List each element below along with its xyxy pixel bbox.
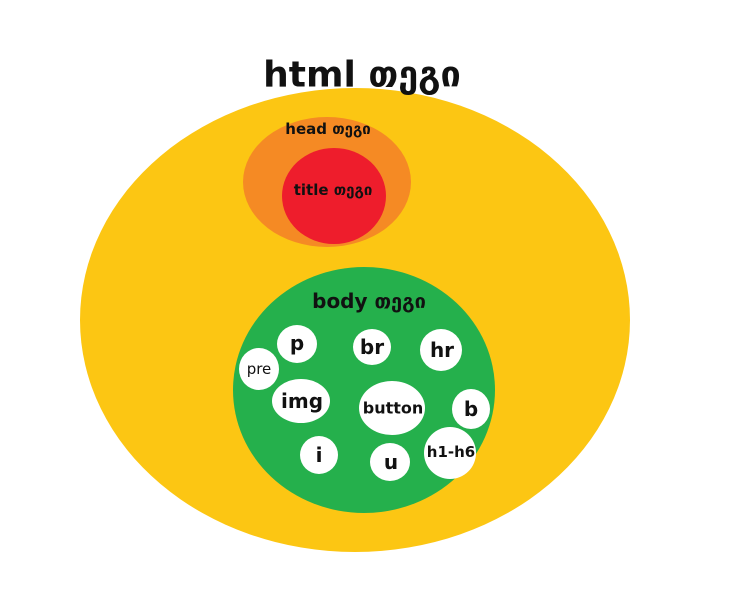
tag-b-bubble — [452, 389, 490, 429]
tag-p-label: p — [289, 331, 305, 355]
tag-h1h6-label: h1-h6 — [426, 443, 476, 461]
tag-hr-bubble — [420, 329, 462, 371]
title-circle — [282, 148, 386, 244]
tag-u-label: u — [383, 450, 399, 474]
tag-pre-label: pre — [246, 360, 272, 378]
head-tag-label: head თეგი — [285, 120, 371, 138]
html-tag-label: html თეგი — [263, 54, 461, 96]
tag-img-label: img — [280, 389, 324, 413]
tag-pre-bubble — [239, 348, 279, 390]
body-tag-label: body თეგი — [312, 289, 426, 313]
title-tag-label: title თეგი — [293, 181, 373, 199]
tag-b-label: b — [463, 397, 479, 421]
tag-button-bubble — [359, 381, 425, 435]
tag-button-label: button — [362, 398, 424, 418]
tag-u-bubble — [370, 443, 410, 481]
tag-i-label: i — [315, 443, 323, 467]
tag-hr-label: hr — [429, 338, 455, 362]
tag-br-bubble — [353, 329, 391, 365]
tag-img-bubble — [272, 379, 330, 423]
tag-h1h6-bubble — [424, 427, 476, 479]
tag-br-label: br — [359, 335, 385, 359]
tag-p-bubble — [277, 325, 317, 363]
tag-i-bubble — [300, 436, 338, 474]
